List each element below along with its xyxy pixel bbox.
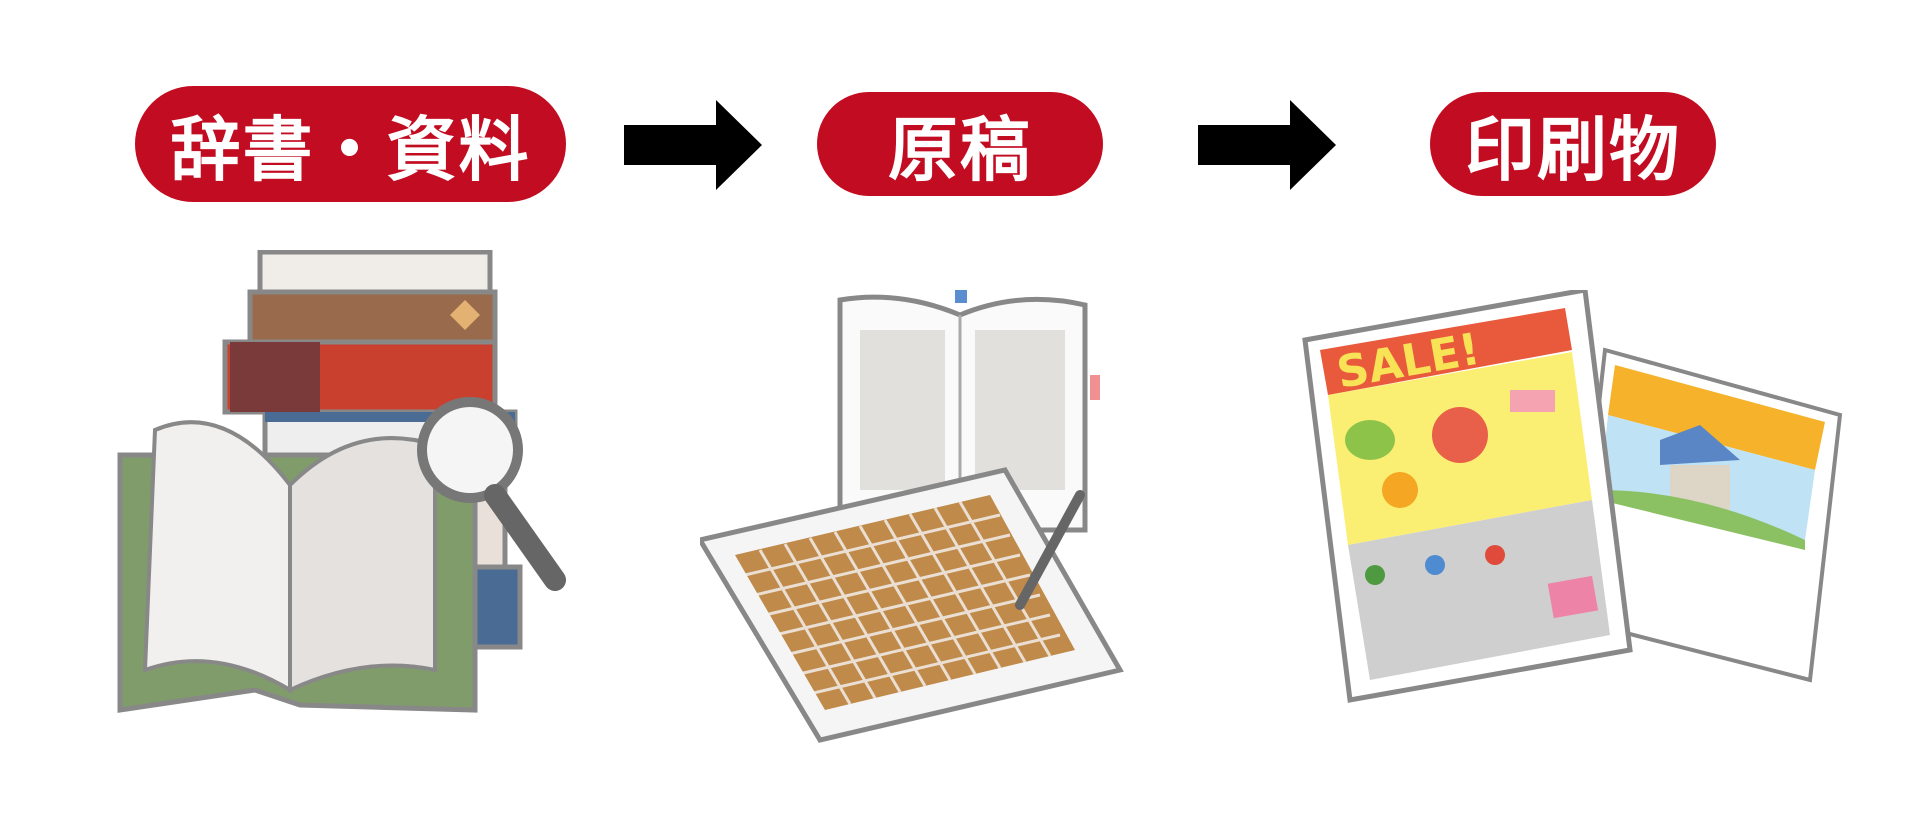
books-and-magnifier-icon [117, 250, 566, 713]
arrow-right-icon [1198, 100, 1336, 190]
printed-flyers-icon: SALE! [1302, 290, 1843, 703]
arrow-right-icon [624, 100, 762, 190]
step-label-printed-matter: 印刷物 [1430, 92, 1716, 196]
step-label-manuscript: 原稿 [817, 92, 1103, 196]
manuscript-paper-icon [700, 290, 1124, 743]
step-label-references: 辞書・資料 [135, 86, 566, 202]
